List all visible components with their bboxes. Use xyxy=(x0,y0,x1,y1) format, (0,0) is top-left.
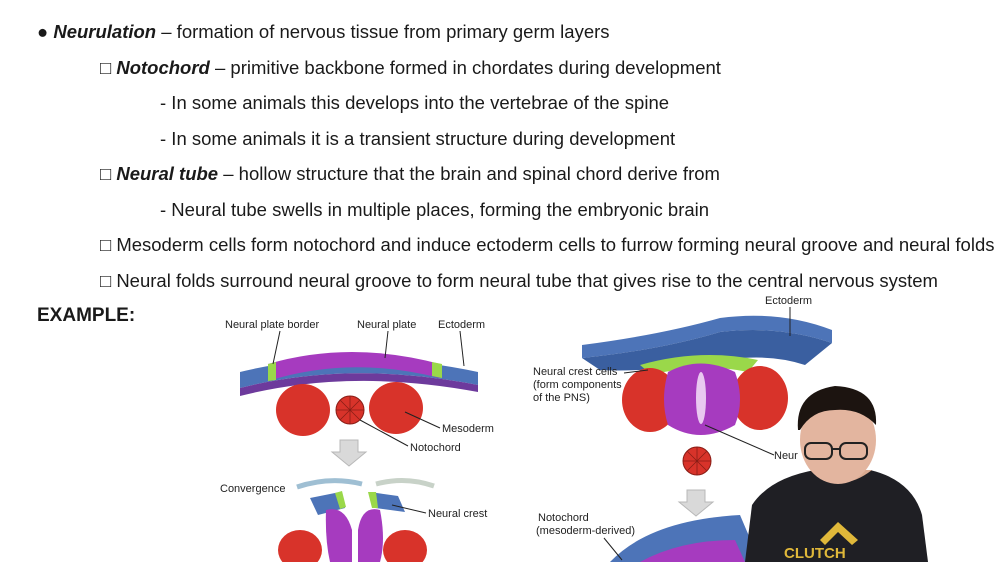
mesoderm-sphere-right xyxy=(369,382,423,434)
neural-fold-right xyxy=(358,509,383,562)
glasses-icon-right xyxy=(839,442,868,460)
neural-plate-border-right xyxy=(432,362,442,378)
neural-plate-border-left xyxy=(268,362,276,381)
label-neural-plate-border: Neural plate border xyxy=(225,319,320,331)
leader xyxy=(704,424,775,456)
presenter-hair xyxy=(797,386,877,430)
convergence-arrow-left xyxy=(296,478,363,490)
definition-text: – hollow structure that the brain and sp… xyxy=(218,163,720,184)
leader xyxy=(272,330,281,365)
example-label: EXAMPLE: xyxy=(37,305,136,326)
label-convergence: Convergence xyxy=(220,483,285,495)
sub-bullet-vertebrae: - In some animals this develops into the… xyxy=(160,92,670,113)
bullet-neural-tube: □ Neural tube – hollow structure that th… xyxy=(100,163,720,185)
ectoderm-underside xyxy=(582,330,832,371)
label-ectoderm: Ectoderm xyxy=(438,319,485,331)
fold-ectoderm-right xyxy=(370,492,405,512)
term-neurulation: Neurulation xyxy=(53,21,157,42)
sheet-edge xyxy=(240,373,478,396)
leader xyxy=(384,330,389,359)
label-mesoderm: Mesoderm xyxy=(442,423,494,435)
left-diagram: Neural plate border Neural plate Ectoder… xyxy=(220,319,494,562)
bullet-marker: ● xyxy=(37,21,49,42)
mesoderm-sphere-lower-left xyxy=(278,530,322,562)
mesoderm-right-right xyxy=(732,366,788,430)
leader xyxy=(359,419,409,447)
bullet-neural-folds: □ Neural folds surround neural groove to… xyxy=(100,270,938,291)
presenter-face xyxy=(800,396,876,484)
presenter-video: CLUTCH xyxy=(745,386,928,562)
fold-ectoderm-left xyxy=(310,492,345,515)
label-notochord-right-2: (mesoderm-derived) xyxy=(536,525,635,537)
label-neural-plate: Neural plate xyxy=(357,319,416,331)
neural-fold-left xyxy=(325,509,352,562)
fold-crest-left xyxy=(335,491,346,509)
notochord-pattern xyxy=(336,396,364,424)
fold-crest-right xyxy=(368,492,378,508)
clutch-logo-icon xyxy=(820,522,858,545)
label-ectoderm-right: Ectoderm xyxy=(765,295,812,307)
term-notochord: Notochord xyxy=(116,57,210,78)
arrow-down-icon xyxy=(330,439,368,467)
mesoderm-sphere-left xyxy=(276,384,330,436)
mesoderm-right-left xyxy=(622,368,678,432)
lower-neural-tube xyxy=(640,540,745,562)
label-notochord: Notochord xyxy=(410,442,461,454)
ectoderm-sheet-right xyxy=(582,315,832,358)
presenter-shirt xyxy=(745,470,928,562)
leader xyxy=(459,330,465,367)
label-crest-cells-3: of the PNS) xyxy=(533,392,590,404)
mesoderm-sphere-lower-right xyxy=(383,530,427,562)
definition-text: – primitive backbone formed in chordates… xyxy=(209,57,721,78)
label-neural-partial: Neur xyxy=(774,450,798,462)
leader xyxy=(404,411,441,429)
sub-bullet-embryonic-brain: - Neural tube swells in multiple places,… xyxy=(160,199,710,220)
glasses-icon xyxy=(804,442,833,460)
leader xyxy=(623,369,649,374)
neural-plate xyxy=(268,352,440,381)
label-neural-crest: Neural crest xyxy=(428,508,487,520)
bullet-marker: □ xyxy=(100,163,112,184)
shirt-text: CLUTCH xyxy=(784,545,846,562)
leader xyxy=(603,537,623,561)
label-notochord-right-1: Notochord xyxy=(538,512,589,524)
bullet-neurulation: ● Neurulation – formation of nervous tis… xyxy=(37,21,610,43)
notochord-pattern xyxy=(683,447,711,475)
sub-bullet-transient: - In some animals it is a transient stru… xyxy=(160,128,676,149)
term-neural-tube: Neural tube xyxy=(116,163,219,184)
definition-text: – formation of nervous tissue from prima… xyxy=(156,21,610,42)
leader xyxy=(391,504,427,514)
arrow-down-icon xyxy=(677,489,715,517)
label-crest-cells-1: Neural crest cells xyxy=(533,366,618,378)
bullet-marker: □ xyxy=(100,57,112,78)
neural-tube-lumen xyxy=(696,372,706,424)
bullet-notochord: □ Notochord – primitive backbone formed … xyxy=(100,57,721,79)
bullet-mesoderm: □ Mesoderm cells form notochord and indu… xyxy=(100,234,995,255)
label-crest-cells-2: (form components xyxy=(533,379,622,391)
right-diagram: Ectoderm Neural crest cells (form compon… xyxy=(533,295,832,562)
convergence-arrow-right xyxy=(375,478,435,489)
